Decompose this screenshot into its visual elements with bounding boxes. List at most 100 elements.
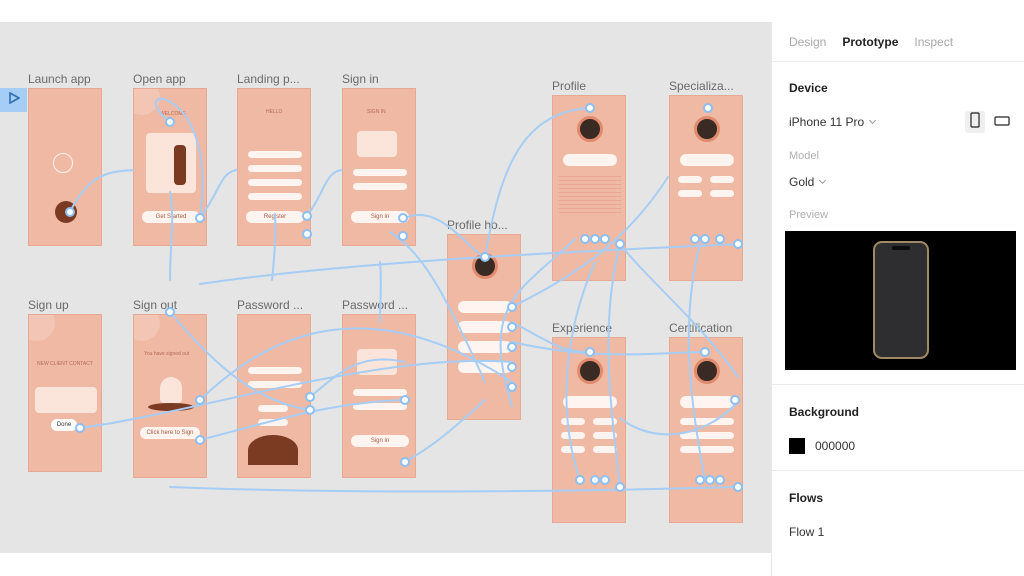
landing-field <box>248 193 302 200</box>
chip <box>593 446 617 453</box>
hotspot-node[interactable] <box>580 234 590 244</box>
hotspot-node[interactable] <box>302 211 312 221</box>
hotspot-node[interactable] <box>400 395 410 405</box>
divider <box>772 470 1024 471</box>
hotspot-node[interactable] <box>507 302 517 312</box>
properties-panel: Design Prototype Inspect Device iPhone 1… <box>771 22 1024 576</box>
hotspot-node[interactable] <box>400 457 410 467</box>
hotspot-node[interactable] <box>733 239 743 249</box>
chip <box>710 190 734 197</box>
connector <box>271 213 277 281</box>
hotspot-node[interactable] <box>590 475 600 485</box>
hotspot-node[interactable] <box>730 395 740 405</box>
hotspot-node[interactable] <box>703 103 713 113</box>
title-badge <box>680 154 734 166</box>
hotspot-node[interactable] <box>615 239 625 249</box>
logo-icon <box>53 153 73 173</box>
hotspot-node[interactable] <box>507 322 517 332</box>
hotspot-node[interactable] <box>700 347 710 357</box>
cert-field <box>680 446 734 453</box>
cert-field <box>680 432 734 439</box>
tab-prototype[interactable]: Prototype <box>842 34 899 49</box>
flow-start-button[interactable] <box>0 88 27 112</box>
hotspot-node[interactable] <box>507 342 517 352</box>
landscape-toggle[interactable] <box>992 111 1012 133</box>
password-field <box>353 403 407 410</box>
hotspot-node[interactable] <box>195 213 205 223</box>
password-field <box>353 389 407 396</box>
connector <box>511 321 591 353</box>
hotspot-node[interactable] <box>398 231 408 241</box>
connector <box>169 191 174 281</box>
hotspot-node[interactable] <box>705 475 715 485</box>
hotspot-node[interactable] <box>195 435 205 445</box>
frame-signup[interactable]: NEW CLIENT CONTACT Done <box>28 314 102 472</box>
sign-in-button[interactable]: Sign in <box>351 211 409 223</box>
frame-landing[interactable]: HELLO Register <box>237 88 311 246</box>
chip <box>593 418 617 425</box>
hotspot-node[interactable] <box>305 392 315 402</box>
background-color-swatch[interactable] <box>789 438 805 454</box>
sign-in-again-button[interactable]: Click here to Sign <box>140 427 200 439</box>
hotspot-node[interactable] <box>615 482 625 492</box>
device-select[interactable]: iPhone 11 Pro <box>789 115 877 129</box>
hotspot-node[interactable] <box>398 213 408 223</box>
hotspot-node[interactable] <box>575 475 585 485</box>
hotspot-node[interactable] <box>305 405 315 415</box>
hotspot-node[interactable] <box>715 475 725 485</box>
confirm-button[interactable] <box>258 419 288 426</box>
connector <box>169 311 311 411</box>
menu-button[interactable] <box>458 321 512 333</box>
divider <box>772 384 1024 385</box>
sign-in-button[interactable]: Sign in <box>351 435 409 447</box>
email-field <box>353 169 407 176</box>
chip <box>561 432 585 439</box>
hotspot-node[interactable] <box>507 362 517 372</box>
tab-inspect[interactable]: Inspect <box>914 34 954 49</box>
connector <box>511 176 669 308</box>
flow-item[interactable]: Flow 1 <box>789 525 825 539</box>
avatar <box>577 358 603 384</box>
menu-button[interactable] <box>458 341 512 353</box>
hotspot-node[interactable] <box>65 207 75 217</box>
tab-design[interactable]: Design <box>789 34 827 49</box>
avatar <box>577 116 603 142</box>
frame-password1[interactable] <box>237 314 311 478</box>
chip <box>678 176 702 183</box>
hotspot-node[interactable] <box>715 234 725 244</box>
avatar <box>694 358 720 384</box>
confirm-button[interactable] <box>258 405 288 412</box>
hotspot-node[interactable] <box>690 234 700 244</box>
background-hex-value[interactable]: 000000 <box>815 439 856 453</box>
hotspot-node[interactable] <box>75 423 85 433</box>
prototype-canvas[interactable]: Launch app Open app Landing p... Sign in… <box>0 22 771 553</box>
hotspot-node[interactable] <box>302 229 312 239</box>
get-started-button[interactable]: Get Started <box>142 211 200 223</box>
hotspot-node[interactable] <box>600 475 610 485</box>
menu-button[interactable] <box>458 361 512 373</box>
hotspot-node[interactable] <box>585 103 595 113</box>
hotspot-node[interactable] <box>590 234 600 244</box>
hotspot-node[interactable] <box>585 347 595 357</box>
hotspot-node[interactable] <box>733 482 743 492</box>
frame-specialization[interactable] <box>669 95 743 281</box>
frame-launch[interactable] <box>28 88 102 246</box>
chevron-down-icon <box>869 116 877 125</box>
hotspot-node[interactable] <box>700 234 710 244</box>
play-icon <box>8 91 21 109</box>
hotspot-node[interactable] <box>600 234 610 244</box>
hotspot-node[interactable] <box>480 252 490 262</box>
portrait-toggle[interactable] <box>965 111 985 133</box>
model-select[interactable]: Gold <box>789 175 827 189</box>
hotspot-node[interactable] <box>165 117 175 127</box>
menu-button[interactable] <box>458 301 512 313</box>
hotspot-node[interactable] <box>165 307 175 317</box>
frame-open[interactable]: WELCOME Get Started <box>133 88 207 246</box>
hotspot-node[interactable] <box>695 475 705 485</box>
hotspot-node[interactable] <box>195 395 205 405</box>
landscape-icon <box>994 113 1010 131</box>
hotspot-node[interactable] <box>507 382 517 392</box>
connector <box>154 97 204 219</box>
password-illustration <box>248 435 298 465</box>
done-button[interactable]: Done <box>51 419 77 431</box>
